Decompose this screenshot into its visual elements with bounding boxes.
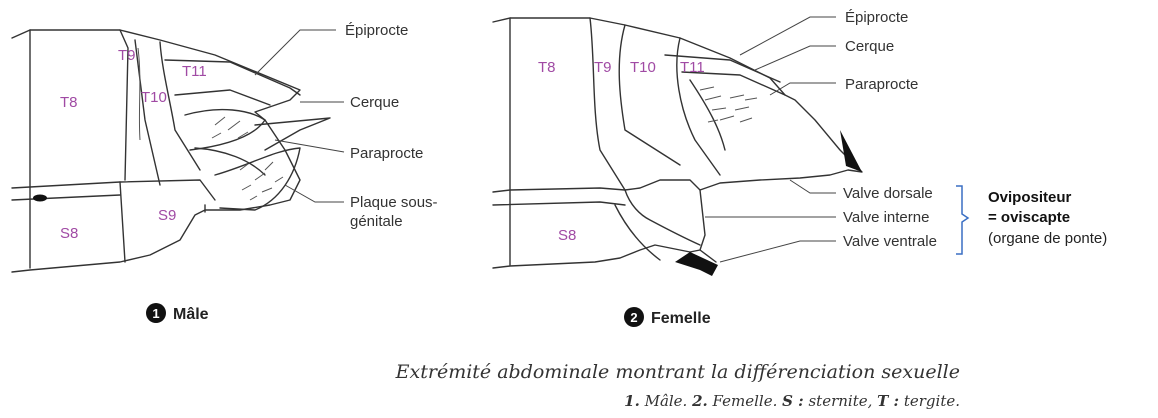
label-cerque-female: Cerque [845,38,894,55]
caption-title: Extrémité abdominale montrant la différe… [395,361,960,383]
female-segment-s8: S8 [558,227,576,244]
male-segment-t11: T11 [182,63,207,80]
ovipositor-description: (organe de ponte) [988,230,1107,247]
caption-abbr-s: S : [782,392,804,410]
leader-cerque-female [755,46,836,70]
label-valve-dorsale: Valve dorsale [843,185,933,202]
caption-text-1: Mâle. [640,392,692,410]
male-segment-t10: T10 [141,89,167,106]
male-segment-t8: T8 [60,94,78,111]
leader-epiprocte-male [255,30,336,75]
female-segment-t11: T11 [680,59,705,76]
ovipositor-synonym: = oviscapte [988,209,1070,226]
caption-text-3: sternite, [804,392,877,410]
caption-abbr-t: T : [877,392,899,410]
female-segment-t9: T9 [594,59,612,76]
male-figure-title: 1 Mâle [146,303,209,323]
caption-legend: 1. Mâle. 2. Femelle. S : sternite, T : t… [624,392,960,410]
label-cerque-male: Cerque [350,94,399,111]
label-plaque-line1: Plaque sous- [350,194,438,211]
ovipositor-title: Ovipositeur [988,189,1072,206]
female-figure-title: 2 Femelle [624,307,711,327]
caption-text-4: tergite. [899,392,960,410]
caption-text-2: Femelle. [708,392,782,410]
caption-num-2: 2. [691,392,708,410]
label-paraprocte-male: Paraprocte [350,145,423,162]
male-segment-t9: T9 [118,47,136,64]
label-valve-interne: Valve interne [843,209,929,226]
female-segment-t8: T8 [538,59,556,76]
female-title: Femelle [651,310,711,327]
leader-valve-ventrale [720,241,836,262]
figure-number-1: 1 [152,306,159,321]
ovipositor-bracket [956,186,968,254]
male-segment-s8: S8 [60,225,78,242]
female-abdomen-drawing [493,18,862,276]
label-valve-ventrale: Valve ventrale [843,233,937,250]
female-segment-t10: T10 [630,59,656,76]
male-segment-s9: S9 [158,207,176,224]
label-epiprocte-female: Épiprocte [845,9,908,26]
caption-num-1: 1. [624,392,640,410]
figure-number-2: 2 [630,310,637,325]
label-plaque-line2: génitale [350,213,403,230]
male-title: Mâle [173,306,209,323]
label-paraprocte-female: Paraprocte [845,76,918,93]
leader-valve-dorsale [790,180,836,193]
leader-epiprocte-female [740,17,836,55]
label-epiprocte-male: Épiprocte [345,22,408,39]
